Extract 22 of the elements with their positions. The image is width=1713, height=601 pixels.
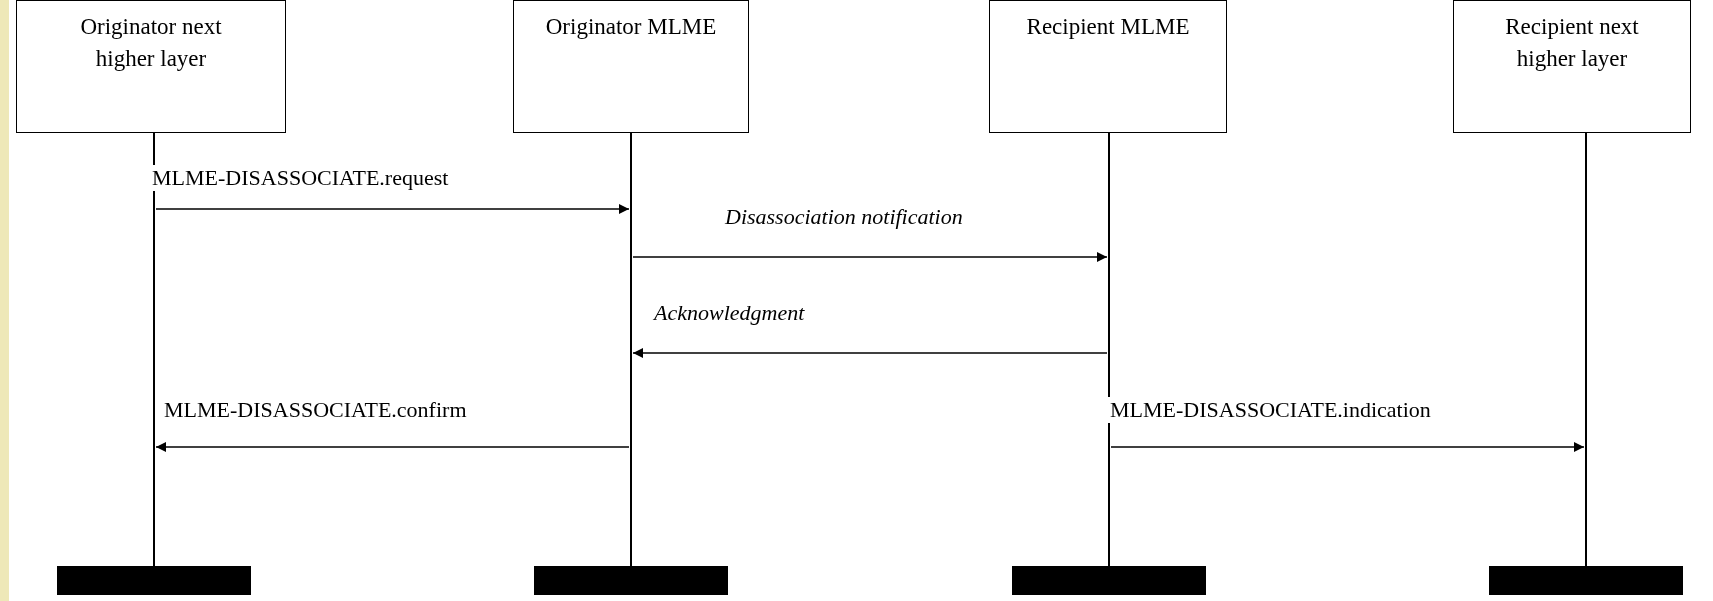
participant-name: Originator next higher layer (79, 13, 223, 74)
participant-box (513, 0, 749, 133)
lifeline (629, 133, 633, 566)
participant-box (16, 0, 286, 133)
message-label: MLME-DISASSOCIATE.indication (1108, 397, 1433, 423)
lifeline-end-bar (534, 566, 728, 595)
participant-box (989, 0, 1227, 133)
message-arrow (632, 252, 1108, 262)
lifeline-end-bar (1012, 566, 1206, 595)
participant-name: Originator MLME (545, 13, 717, 41)
lifeline-end-bar (1489, 566, 1683, 595)
participant-name: Recipient next higher layer (1504, 13, 1640, 74)
lifeline-end-bar (57, 566, 251, 595)
participant-box (1453, 0, 1691, 133)
message-label: MLME-DISASSOCIATE.request (150, 165, 451, 191)
lifeline (1584, 133, 1588, 566)
lifeline (1107, 133, 1111, 566)
participant-name: Recipient MLME (1026, 13, 1190, 41)
message-arrow (1110, 442, 1585, 452)
message-arrow (632, 348, 1108, 358)
message-arrow (155, 204, 630, 214)
message-arrow (155, 442, 630, 452)
